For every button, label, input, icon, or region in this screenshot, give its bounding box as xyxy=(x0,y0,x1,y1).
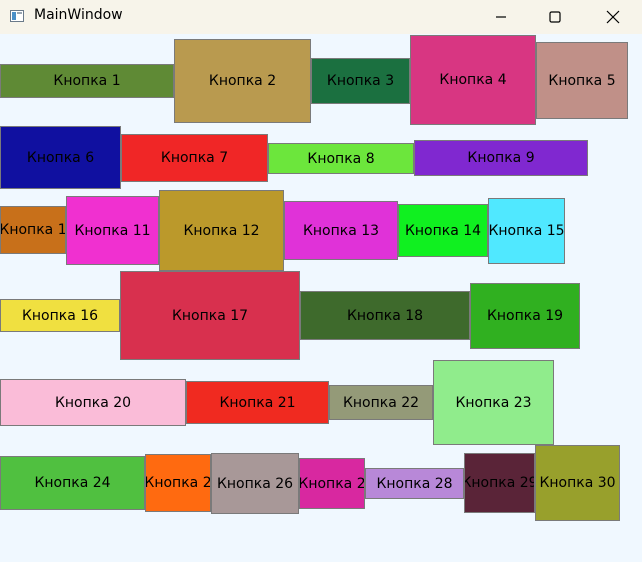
button-label: Кнопка 19 xyxy=(486,308,564,324)
button-label: Кнопка 30 xyxy=(539,475,616,491)
button-16[interactable]: Кнопка 16 xyxy=(0,299,120,332)
button-11[interactable]: Кнопка 11 xyxy=(66,196,159,265)
button-13[interactable]: Кнопка 13 xyxy=(284,201,398,260)
button-label: Кнопка 2 xyxy=(299,475,365,492)
button-19[interactable]: Кнопка 19 xyxy=(470,283,580,349)
button-label: Кнопка 26 xyxy=(216,475,294,492)
button-4[interactable]: Кнопка 4 xyxy=(410,35,536,125)
button-label: Кнопка 3 xyxy=(326,73,395,89)
button-label: Кнопка 29 xyxy=(464,475,535,491)
button-label: Кнопка 1 xyxy=(53,73,121,89)
button-label: Кнопка 8 xyxy=(307,150,375,167)
button-18[interactable]: Кнопка 18 xyxy=(300,291,470,340)
button-label: Кнопка 1 xyxy=(0,222,66,238)
button-label: Кнопка 4 xyxy=(439,72,507,88)
button-8[interactable]: Кнопка 8 xyxy=(268,143,414,174)
button-22[interactable]: Кнопка 22 xyxy=(329,385,433,420)
button-label: Кнопка 15 xyxy=(488,223,565,239)
button-12[interactable]: Кнопка 12 xyxy=(159,190,284,271)
maximize-icon xyxy=(549,11,561,23)
button-label: Кнопка 6 xyxy=(26,149,95,166)
button-label: Кнопка 23 xyxy=(455,394,532,411)
button-label: Кнопка 17 xyxy=(171,307,249,324)
wrap-panel: Кнопка 1 Кнопка 2 Кнопка 3 Кнопка 4 Кноп… xyxy=(0,34,642,562)
button-label: Кнопка 22 xyxy=(342,394,420,411)
button-label: Кнопка 16 xyxy=(21,307,99,324)
button-label: Кнопка 18 xyxy=(346,307,424,324)
button-label: Кнопка 2 xyxy=(208,73,277,89)
button-2[interactable]: Кнопка 2 xyxy=(174,39,311,123)
button-label: Кнопка 28 xyxy=(376,475,453,492)
button-label: Кнопка 13 xyxy=(302,222,380,239)
button-label: Кнопка 12 xyxy=(183,222,260,239)
button-label: Кнопка 14 xyxy=(404,222,482,239)
button-27[interactable]: Кнопка 2 xyxy=(299,458,365,509)
button-label: Кнопка 20 xyxy=(54,394,132,411)
minimize-icon xyxy=(496,16,506,18)
button-label: Кнопка 7 xyxy=(160,150,229,166)
button-30[interactable]: Кнопка 30 xyxy=(535,445,620,521)
button-24[interactable]: Кнопка 24 xyxy=(0,456,145,510)
button-6[interactable]: Кнопка 6 xyxy=(0,126,121,189)
button-label: Кнопка 11 xyxy=(74,222,151,239)
maximize-button[interactable] xyxy=(532,0,578,34)
button-3[interactable]: Кнопка 3 xyxy=(311,58,410,104)
button-17[interactable]: Кнопка 17 xyxy=(120,271,300,360)
button-23[interactable]: Кнопка 23 xyxy=(433,360,554,445)
button-29[interactable]: Кнопка 29 xyxy=(464,453,535,513)
button-15[interactable]: Кнопка 15 xyxy=(488,198,565,264)
button-label: Кнопка 21 xyxy=(219,394,296,411)
button-10[interactable]: Кнопка 1 xyxy=(0,206,66,254)
title-bar[interactable]: MainWindow xyxy=(0,0,642,34)
button-20[interactable]: Кнопка 20 xyxy=(0,379,186,426)
button-25[interactable]: Кнопка 2 xyxy=(145,454,211,512)
button-5[interactable]: Кнопка 5 xyxy=(536,42,628,119)
button-26[interactable]: Кнопка 26 xyxy=(211,453,299,514)
button-label: Кнопка 5 xyxy=(548,72,616,89)
app-window-icon xyxy=(10,10,24,22)
button-1[interactable]: Кнопка 1 xyxy=(0,64,174,98)
button-label: Кнопка 24 xyxy=(34,475,111,491)
button-9[interactable]: Кнопка 9 xyxy=(414,140,588,176)
button-label: Кнопка 2 xyxy=(145,475,211,491)
button-7[interactable]: Кнопка 7 xyxy=(121,134,268,182)
close-icon xyxy=(606,10,620,24)
close-button[interactable] xyxy=(590,0,636,34)
minimize-button[interactable] xyxy=(478,0,524,34)
button-28[interactable]: Кнопка 28 xyxy=(365,468,464,499)
button-21[interactable]: Кнопка 21 xyxy=(186,381,329,424)
button-label: Кнопка 9 xyxy=(467,150,535,166)
window-title: MainWindow xyxy=(34,7,123,23)
button-14[interactable]: Кнопка 14 xyxy=(398,204,488,257)
